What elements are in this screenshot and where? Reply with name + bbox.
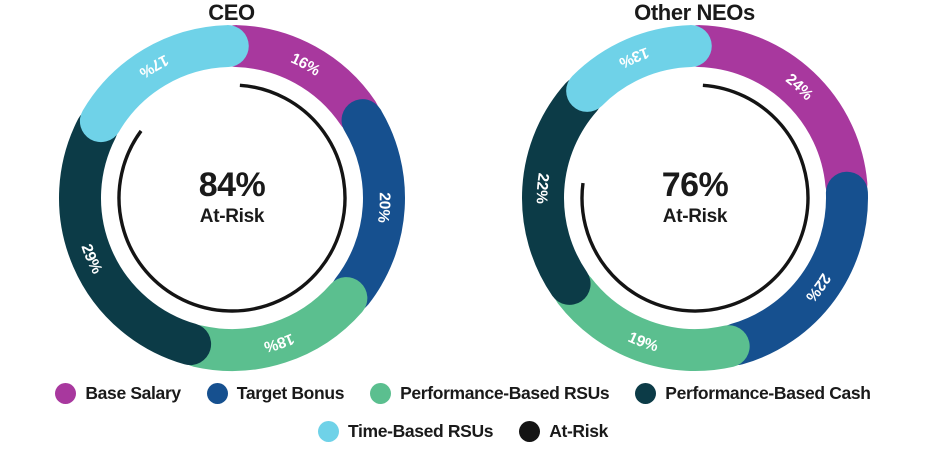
center-at-risk-label: At-Risk [662, 206, 727, 227]
donut-segment [330, 99, 405, 313]
donut-wrap-ceo: 16%20%18%29%17%84%At-Risk [0, 22, 463, 374]
center-percent-value: 84% [198, 166, 265, 204]
donut-chart-other-neos: 24%22%19%22%13%76%At-Risk [521, 25, 868, 371]
donut-segment [58, 107, 211, 366]
donut-segment [176, 277, 367, 371]
legend-swatch-icon [55, 382, 77, 404]
center-percent-value: 76% [661, 166, 728, 204]
legend-item[interactable]: Performance-Based Cash [635, 382, 871, 404]
chart-title-ceo: CEO [208, 0, 255, 25]
chart-title-other-neos: Other NEOs [634, 0, 755, 25]
chart-panel-other-neos: Other NEOs 24%22%19%22%13%76%At-Risk [463, 0, 926, 374]
donut-segment-label: 20% [373, 192, 392, 224]
legend-swatch-icon [206, 382, 228, 404]
legend-swatch-icon [519, 420, 541, 442]
legend-row-secondary: Time-Based RSUs At-Risk [0, 412, 926, 450]
legend-swatch-icon [370, 382, 392, 404]
legend-item[interactable]: Performance-Based RSUs [370, 382, 610, 404]
legend: Base Salary Target Bonus Performance-Based… [0, 374, 926, 456]
legend-item-label: Time-Based RSUs [348, 420, 494, 441]
donut-segment [677, 25, 867, 206]
donut-segment [521, 76, 602, 305]
legend-item[interactable]: Base Salary [55, 382, 181, 404]
donut-chart-ceo: 16%20%18%29%17%84%At-Risk [58, 25, 405, 371]
donut-segment [79, 25, 249, 143]
donut-segment [553, 269, 750, 371]
legend-item[interactable]: Target Bonus [206, 382, 345, 404]
legend-swatch-icon [318, 420, 339, 442]
legend-row-primary: Base Salary Target Bonus Performance-Based… [0, 374, 926, 412]
center-at-risk-label: At-Risk [199, 206, 264, 227]
legend-item-label: Target Bonus [236, 382, 345, 403]
charts-container: CEO 16%20%18%29%17%84%At-Risk Other NEOs… [0, 0, 926, 374]
donut-segment [565, 25, 712, 112]
legend-swatch-icon [635, 382, 657, 404]
legend-item-label: Performance-Based RSUs [400, 382, 610, 403]
legend-item-label: Performance-Based Cash [665, 382, 871, 403]
legend-item[interactable]: Time-Based RSUs [318, 420, 494, 442]
legend-item-label: Base Salary [85, 382, 181, 403]
donut-wrap-other-neos: 24%22%19%22%13%76%At-Risk [463, 22, 926, 374]
legend-item[interactable]: At-Risk [519, 420, 608, 442]
donut-segment [214, 25, 379, 134]
at-risk-arc [579, 83, 810, 313]
at-risk-arc [116, 83, 347, 313]
legend-item-label: At-Risk [549, 420, 608, 441]
chart-panel-ceo: CEO 16%20%18%29%17%84%At-Risk [0, 0, 463, 374]
donut-segment [715, 171, 868, 366]
donut-segment-label: 22% [532, 172, 551, 204]
